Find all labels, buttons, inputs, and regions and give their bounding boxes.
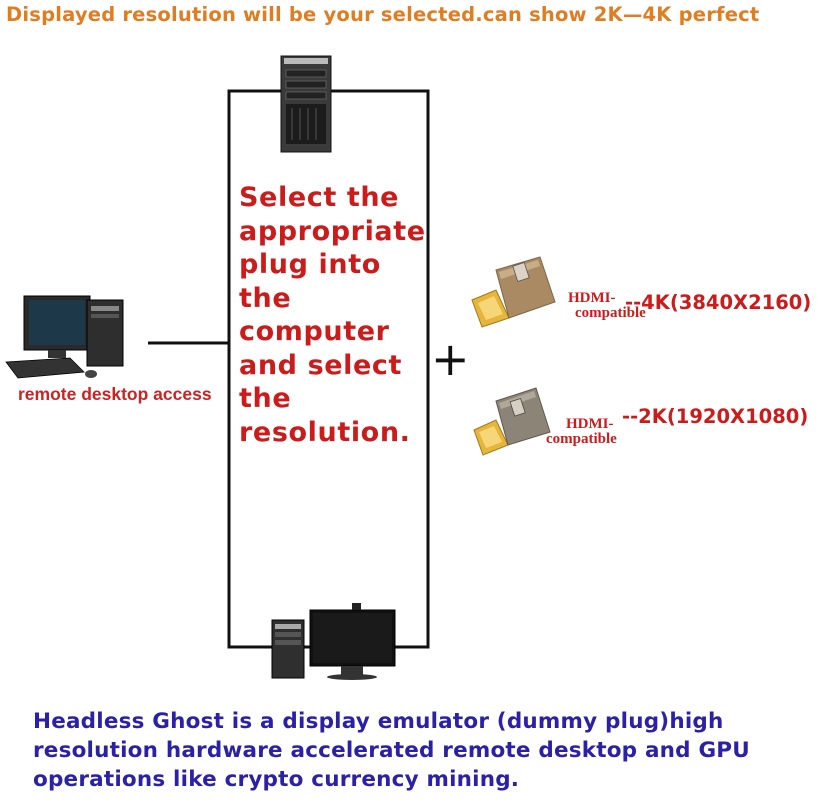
desktop-computer-icon [5,295,124,379]
hdmi-text: HDMI- [566,416,614,432]
hdmi-dummy-plug-icon [473,387,551,456]
instruction-line: the [239,383,292,414]
center-instruction: Select the appropriate plug into the com… [239,181,439,449]
hdmi-text: HDMI- [568,290,616,306]
instruction-line: and select [239,349,403,381]
plus-symbol: + [431,332,470,386]
hdmi-compatible-label: HDMI- compatible [546,416,617,447]
description-line: operations like crypto currency mining. [33,767,520,792]
resolution-2k-label: --2K(1920X1080) [622,405,809,428]
compatible-text: compatible [575,305,646,321]
instruction-line: plug into [239,249,381,280]
instruction-line: the [239,282,292,314]
hdmi-dummy-plug-icon [471,256,556,328]
tower-pc-icon [280,55,332,153]
compatible-text: compatible [546,431,617,447]
product-description: Headless Ghost is a display emulator (du… [33,707,833,794]
description-line: resolution hardware accelerated remote d… [33,738,750,763]
resolution-4k-label: --4K(3840X2160) [625,291,812,314]
pc-and-monitor-icon [271,603,396,680]
description-line: Headless Ghost is a display emulator (du… [33,709,724,734]
instruction-line: resolution. [239,416,411,448]
remote-desktop-label: remote desktop access [18,384,212,404]
instruction-line: computer [239,316,390,347]
top-banner: Displayed resolution will be your select… [6,3,760,26]
instruction-line: appropriate [239,215,426,247]
instruction-line: Select the [239,182,400,213]
hdmi-compatible-label: HDMI- compatible [568,291,646,321]
